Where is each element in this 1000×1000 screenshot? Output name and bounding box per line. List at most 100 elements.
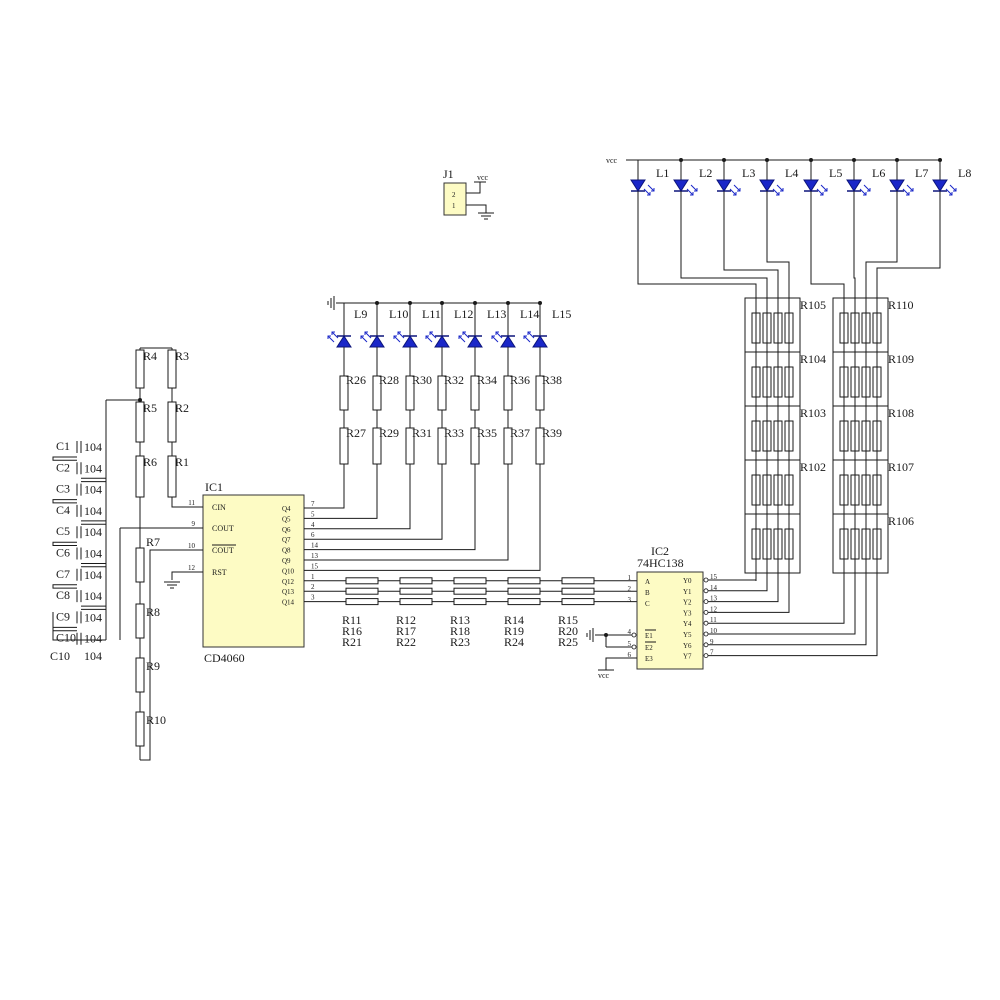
resistor <box>453 577 487 585</box>
resistor-label: R18 <box>450 624 470 638</box>
ic1-pin-name: Q6 <box>282 526 291 534</box>
ic1-pin-name: CIN <box>212 503 226 512</box>
ic1-pin-name: Q12 <box>282 578 295 586</box>
resistor-label: R9 <box>146 659 160 673</box>
led-icon <box>772 184 784 196</box>
capacitor-value: 104 <box>84 632 102 646</box>
resistor-label: R38 <box>542 373 562 387</box>
led-icon <box>369 335 385 348</box>
ic2-pin-name: Y3 <box>683 609 692 617</box>
led-label: L12 <box>454 307 473 321</box>
wire <box>708 581 867 646</box>
network-label: R106 <box>888 514 914 528</box>
j1-box <box>443 182 467 216</box>
resistor <box>167 455 177 498</box>
resistor <box>507 598 541 606</box>
ic1-pin-name: Q14 <box>282 599 295 607</box>
wire <box>81 477 107 483</box>
wire <box>81 563 107 568</box>
led-icon <box>360 331 372 343</box>
led-icon <box>859 184 871 196</box>
wire <box>708 581 768 592</box>
led-icon <box>846 179 862 192</box>
wire <box>466 182 481 194</box>
resistor-label: R35 <box>477 426 497 440</box>
ic2-pin-name: Y0 <box>683 577 692 585</box>
resistor <box>561 587 595 595</box>
resistor-label: R3 <box>175 349 189 363</box>
ic2-pin-num: 13 <box>710 595 718 603</box>
network-label: R110 <box>888 298 914 312</box>
resistor <box>135 547 145 583</box>
resistor-label: R23 <box>450 635 470 649</box>
resistor <box>453 587 487 595</box>
led-icon <box>945 184 957 196</box>
wire <box>322 464 509 561</box>
resistor-label: R15 <box>558 613 578 627</box>
resistor <box>167 349 177 389</box>
resistor <box>507 577 541 585</box>
led-label: L1 <box>656 166 669 180</box>
network-label: R104 <box>800 352 826 366</box>
resistor-label: R7 <box>146 535 160 549</box>
vcc-label: vcc <box>477 173 489 182</box>
capacitor-label: C6 <box>56 546 70 560</box>
capacitor-value: 104 <box>84 440 102 454</box>
resistor-label: R10 <box>146 713 166 727</box>
capacitor-value: 104 <box>84 483 102 497</box>
ic2-box <box>636 571 704 670</box>
network-label: R102 <box>800 460 826 474</box>
ic1-pin-num: 3 <box>311 594 315 602</box>
ic2-pin-num: 11 <box>710 616 717 624</box>
resistor-label: R29 <box>379 426 399 440</box>
led-label: L5 <box>829 166 842 180</box>
wire <box>322 464 476 551</box>
led-icon <box>425 331 437 343</box>
ic2-pin-name: Y1 <box>683 588 692 596</box>
resistor <box>345 587 379 595</box>
ic2-pin-num: 2 <box>628 585 632 593</box>
resistor <box>135 603 145 639</box>
wire <box>171 348 180 508</box>
ic1-pin-num: 7 <box>311 500 315 508</box>
ic1-pin-name: COUT <box>212 546 234 555</box>
resistor <box>507 587 541 595</box>
led-icon <box>643 184 655 196</box>
ic1-pin-num: 2 <box>311 583 315 591</box>
resistor-label: R12 <box>396 613 416 627</box>
led-icon <box>716 179 732 192</box>
ic2-pin-name: C <box>645 600 650 608</box>
capacitor-value: 104 <box>84 589 102 603</box>
wire <box>81 520 107 525</box>
wire <box>723 191 779 298</box>
ic1-pin-name: COUT <box>212 524 234 533</box>
capacitor-value: 104 <box>84 525 102 539</box>
ic1-pin-name: Q5 <box>282 515 291 523</box>
led-icon <box>402 335 418 348</box>
wire <box>171 571 180 580</box>
resistor-label: R20 <box>558 624 578 638</box>
ic2-pin-num: 6 <box>628 651 632 659</box>
inverted-pin <box>631 632 637 638</box>
wire <box>52 456 77 461</box>
resistor-label: R17 <box>396 624 416 638</box>
wire <box>52 499 77 504</box>
ic2-pin-name: Y5 <box>683 631 692 639</box>
ic2-pin-num: 3 <box>628 596 632 604</box>
ic1-pin-name: RST <box>212 568 227 577</box>
led-label: L13 <box>487 307 506 321</box>
ic2-pin-num: 10 <box>710 627 718 635</box>
resistor-label: R36 <box>510 373 530 387</box>
resistor-label: R37 <box>510 426 530 440</box>
inverted-pin <box>703 620 709 626</box>
ic1-pin-num: 14 <box>311 542 319 550</box>
ic2-pin-name: B <box>645 589 650 597</box>
ic1-pin-name: Q7 <box>282 536 291 544</box>
resistor-label: R8 <box>146 605 160 619</box>
ic2-pin-name: A <box>645 578 650 586</box>
led-label: L11 <box>422 307 441 321</box>
led-label: L10 <box>389 307 408 321</box>
ic2-pin-name: Y7 <box>683 653 692 661</box>
network-label: R103 <box>800 406 826 420</box>
capacitor-label: C1 <box>56 439 70 453</box>
